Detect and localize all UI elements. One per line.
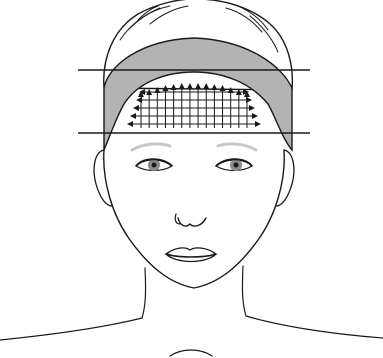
horizontal-arrow-head-right: [255, 121, 261, 127]
horizontal-arrow-head-right: [252, 113, 258, 119]
shoulder-left-line: [0, 318, 142, 340]
horizontal-arrow-head-left: [130, 113, 136, 119]
shoulder-right-line: [246, 316, 383, 338]
horizontal-arrow-head-left: [136, 97, 142, 103]
neck-right-line: [242, 266, 246, 316]
right-pupil: [234, 163, 239, 168]
horizontal-arrow-head-right: [246, 97, 252, 103]
horizontal-arrow-head-left: [127, 121, 133, 127]
left-pupil: [152, 163, 157, 168]
eyebrows: [132, 144, 256, 150]
horizontal-arrow-head-right: [249, 105, 255, 111]
horizontal-arrow-head-left: [133, 105, 139, 111]
left-eye: [136, 159, 172, 171]
right-eyebrow: [218, 144, 256, 150]
left-eyebrow: [132, 144, 170, 150]
right-eye: [216, 159, 252, 171]
neck-left-line: [142, 268, 146, 318]
face-outline: [104, 150, 285, 288]
neck-and-shoulders: [0, 266, 383, 356]
lips: [166, 248, 216, 262]
nose: [178, 218, 206, 226]
collarbone-line: [170, 350, 212, 356]
